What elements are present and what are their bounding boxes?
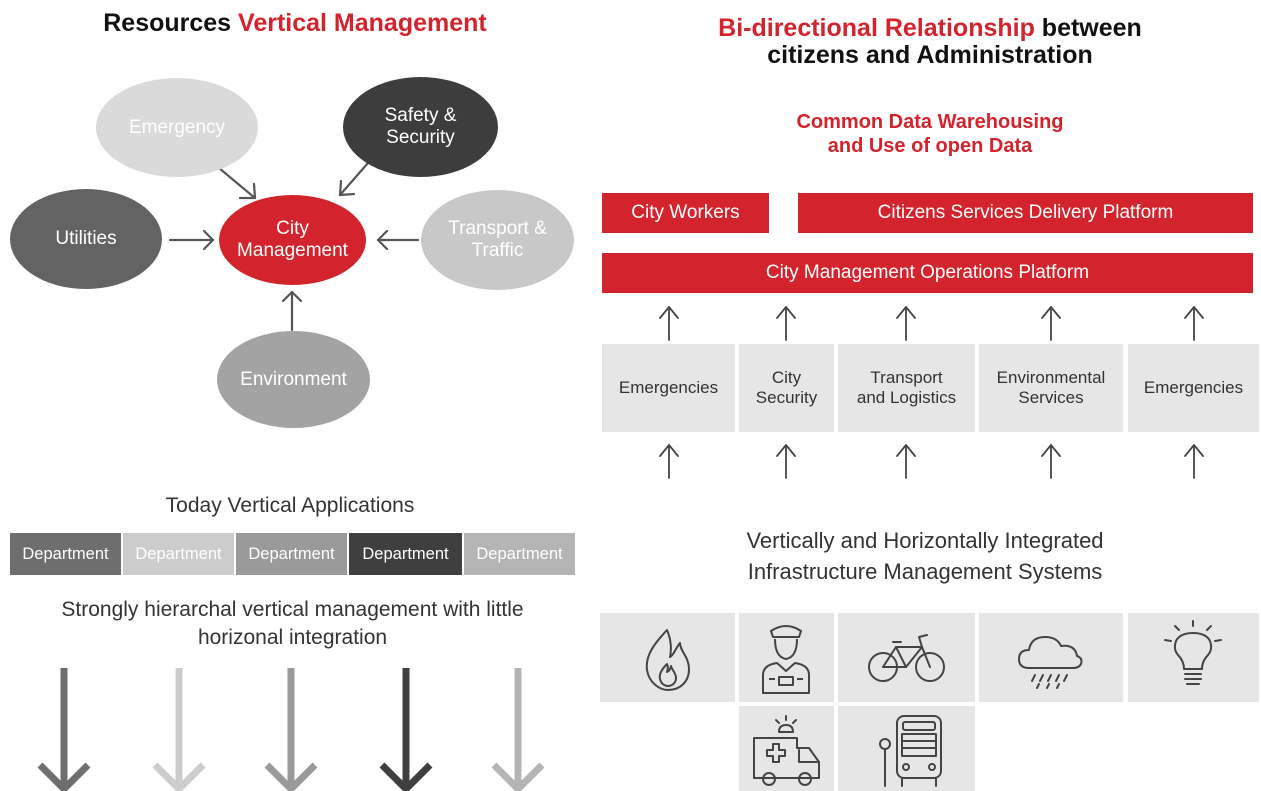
ambulance-icon-box [739, 706, 834, 791]
department-4: Department [349, 533, 462, 575]
department-3: Department [236, 533, 347, 575]
department-2: Department [123, 533, 234, 575]
rain-cloud-icon-box [979, 613, 1123, 702]
fire-icon [645, 629, 690, 691]
ambulance-icon [753, 715, 820, 786]
data-warehousing-subtitle: Common Data Warehousing and Use of open … [796, 111, 1064, 157]
arrow-environment [281, 290, 303, 332]
city-workers-bar: City Workers [602, 193, 769, 233]
arrow-utilities [168, 229, 215, 251]
light-bulb-icon-box [1128, 613, 1259, 702]
left-title: Resources Vertical Management [103, 9, 487, 37]
up-arrow-row-bottom [659, 444, 1204, 479]
hierarchy-text: Strongly hierarchal vertical management … [61, 598, 524, 649]
security-guard-icon [762, 625, 810, 694]
oval-transport-traffic: Transport &Traffic [421, 190, 574, 290]
down-arrows [37, 668, 545, 791]
down-arrow-5 [491, 668, 545, 791]
up-arrow-row-top [659, 306, 1204, 341]
oval-environment: Environment [217, 331, 370, 428]
department-1: Department [10, 533, 121, 575]
down-arrow-3 [264, 668, 318, 791]
oval-utilities: Utilities [10, 189, 162, 289]
bus-stop-icon [879, 715, 942, 787]
department-5: Department [464, 533, 575, 575]
integrated-systems-text: Vertically and Horizontally Integrated I… [746, 528, 1104, 584]
bicycle-icon-box [838, 613, 975, 702]
oval-safety-security: Safety &Security [343, 77, 498, 177]
bicycle-icon [868, 634, 945, 682]
fire-icon-box [600, 613, 735, 702]
service-box-emergencies-2: Emergencies [1128, 344, 1259, 432]
right-title: Bi-directional Relationship between citi… [718, 14, 1142, 69]
down-arrow-2 [152, 668, 206, 791]
rain-cloud-icon [1018, 636, 1083, 689]
service-box-emergencies: Emergencies [602, 344, 735, 432]
light-bulb-icon [1164, 620, 1222, 685]
arrow-transport [376, 229, 420, 251]
down-arrow-4 [379, 668, 433, 791]
citizens-services-bar: Citizens Services Delivery Platform [798, 193, 1253, 233]
operations-platform-bar: City Management Operations Platform [602, 253, 1253, 293]
bus-stop-icon-box [838, 706, 975, 791]
arrow-emergency [217, 166, 257, 200]
security-guard-icon-box [739, 613, 834, 702]
oval-emergency: Emergency [96, 78, 258, 177]
down-arrow-1 [37, 668, 91, 791]
today-vertical-label: Today Vertical Applications [165, 494, 415, 517]
arrow-safety [338, 161, 370, 197]
